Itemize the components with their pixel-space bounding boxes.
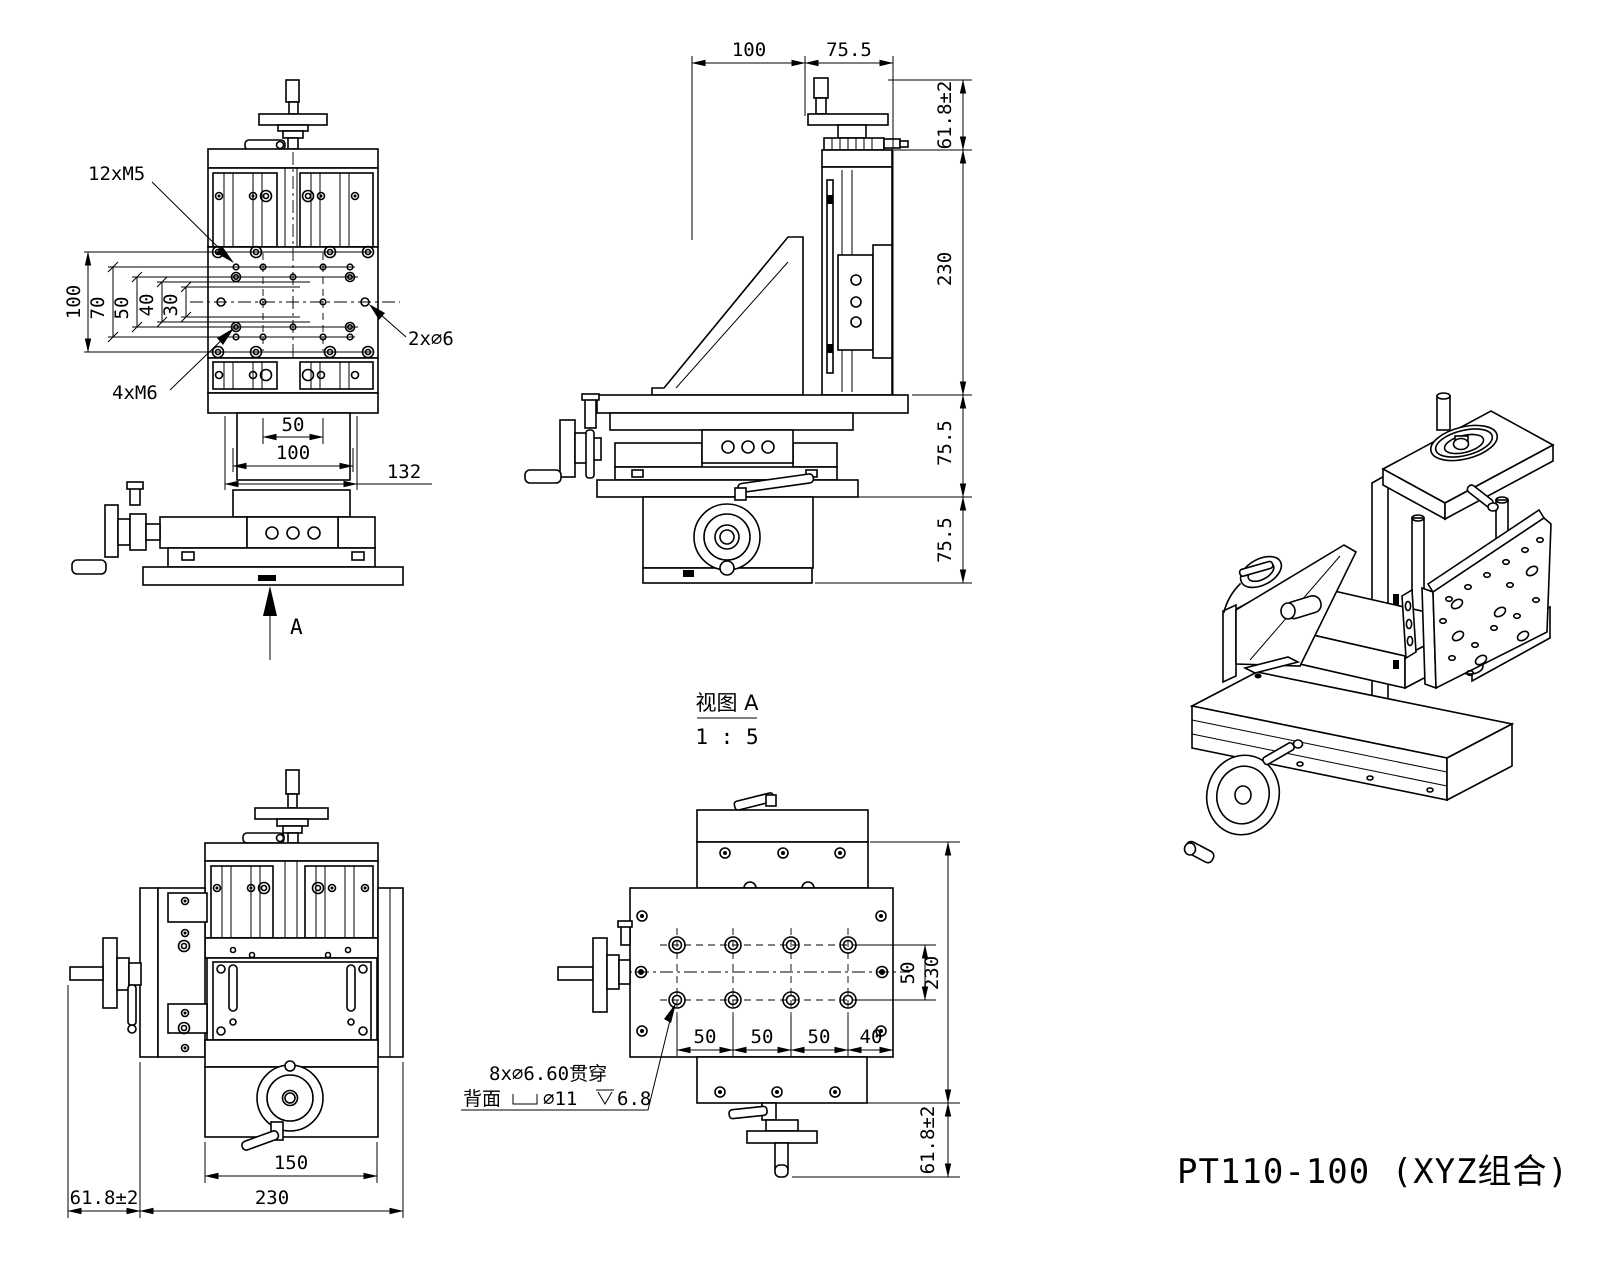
front-dims: 150 230 61.8±2 <box>67 985 404 1218</box>
dim-61-8: 61.8±2 <box>70 1187 139 1209</box>
top-view: 100 70 50 40 30 12xM5 4xM6 2x∅6 50 100 1… <box>63 79 454 660</box>
view-a-handwheel-icon <box>557 920 633 1013</box>
dim-150: 150 <box>274 1152 308 1174</box>
dim-61-8-label: 61.8±2 <box>934 81 956 150</box>
brand-mark <box>258 575 276 581</box>
dim-75-5-top: 75.5 <box>804 39 894 395</box>
hole-spacing-dims: 50 50 50 40 <box>676 1016 894 1056</box>
view-direction-arrow: A <box>263 586 303 660</box>
z-handwheel-top-icon <box>244 79 328 151</box>
angle-bracket <box>651 236 804 396</box>
callout-4xM6: 4xM6 <box>112 328 234 404</box>
dim-100v: 100 <box>63 285 85 319</box>
x-stage-plan <box>142 516 404 586</box>
x-stage-iso <box>1189 656 1515 802</box>
front-view: 150 230 61.8±2 <box>67 769 404 1218</box>
label-4xM6: 4xM6 <box>112 382 158 404</box>
dim-230: 230 <box>921 956 943 990</box>
dim-40: 40 <box>136 294 158 317</box>
front-x-handwheel-icon <box>69 937 142 1034</box>
iso-hole-plate <box>1421 508 1552 690</box>
drawing-title: PT110-100 (XYZ组合) <box>1177 1152 1569 1192</box>
clamp-mark <box>1393 660 1399 669</box>
dim-50-2: 50 <box>751 1026 774 1048</box>
dim-230: 230 <box>255 1187 289 1209</box>
note-d11: ∅11 <box>543 1088 577 1110</box>
dim-75-5a-label: 75.5 <box>934 420 956 466</box>
iso-side-slots <box>1401 588 1417 660</box>
base-plate-bottom <box>612 887 910 1058</box>
view-a: 视图 A 1 : 5 <box>461 691 960 1178</box>
note-depth: 6.8 <box>617 1088 651 1110</box>
dim-100-label: 100 <box>732 39 766 61</box>
d6-holes <box>216 297 370 307</box>
y-handwheel-icon <box>524 393 602 484</box>
base-block-side <box>642 473 815 584</box>
y-stage-side <box>596 394 909 498</box>
note-back: 背面 <box>463 1088 501 1110</box>
right-dims: 50 230 61.8±2 <box>792 841 960 1178</box>
dim-right-stack: 61.8±2 230 75.5 75.5 <box>815 79 972 584</box>
front-left-plates <box>139 887 208 1058</box>
dim-132: 132 <box>224 416 432 490</box>
dim-30: 30 <box>160 294 182 317</box>
dim-50-1: 50 <box>694 1026 717 1048</box>
dim-50h-label: 50 <box>282 414 305 436</box>
view-arrow-label: A <box>290 615 303 639</box>
rail-slots-lower <box>212 361 374 390</box>
iso-plate-holes <box>1439 536 1545 677</box>
counterbore-symbol <box>512 1094 538 1105</box>
dim-50-v: 50 <box>897 962 919 985</box>
iso-z-handwheel-icon <box>1429 392 1499 512</box>
dim-230-label: 230 <box>934 252 956 286</box>
dim-75-5b-label: 75.5 <box>934 517 956 563</box>
iso-y-handwheel-icon <box>1223 555 1283 613</box>
top-block <box>696 792 869 889</box>
dim-50-3: 50 <box>808 1026 831 1048</box>
dim-132-label: 132 <box>387 461 421 483</box>
dim-75-5-top-label: 75.5 <box>826 39 872 61</box>
front-right-plates <box>377 887 404 1058</box>
dim-chain-left: 100 70 50 40 30 <box>63 251 372 353</box>
clamp-mark <box>1393 594 1399 605</box>
dim-100-top: 100 <box>691 39 806 240</box>
dim-100h: 100 <box>232 442 354 472</box>
dim-50h: 50 <box>262 414 324 444</box>
callout-12xM5: 12xM5 <box>88 163 234 263</box>
side-view: 100 75.5 61.8±2 230 75.5 75.5 <box>524 39 972 584</box>
dim-100h-label: 100 <box>276 442 310 464</box>
view-a-scale: 1 : 5 <box>695 725 758 749</box>
view-a-caption: 视图 A <box>695 691 759 715</box>
dim-61-8: 61.8±2 <box>917 1106 939 1175</box>
iso-leadscrew <box>1280 595 1322 620</box>
dim-70: 70 <box>87 297 109 320</box>
callout-2xD6: 2x∅6 <box>369 304 454 350</box>
label-12xM5: 12xM5 <box>88 163 145 185</box>
brand-mark <box>683 570 694 577</box>
z-handwheel-side-icon <box>807 77 909 151</box>
bottom-block <box>696 1056 868 1178</box>
iso-view <box>1183 392 1555 864</box>
counterbore-note: 8x∅6.60贯穿 背面 ∅11 6.8 <box>461 1003 676 1111</box>
dim-50v: 50 <box>111 297 133 320</box>
depth-symbol <box>596 1089 614 1105</box>
note-line1: 8x∅6.60贯穿 <box>489 1063 607 1085</box>
front-lower-body <box>204 1039 379 1151</box>
caption: 视图 A 1 : 5 <box>695 691 759 749</box>
front-center-plate <box>206 957 378 1041</box>
label-2xD6: 2x∅6 <box>408 328 454 350</box>
x-handwheel-icon <box>71 481 161 575</box>
z-column <box>821 149 893 396</box>
dim-40: 40 <box>860 1026 883 1048</box>
iso-x-handwheel-icon <box>1183 739 1304 864</box>
z-handwheel-front-icon <box>242 769 329 844</box>
counterbored-holes <box>668 936 857 1009</box>
